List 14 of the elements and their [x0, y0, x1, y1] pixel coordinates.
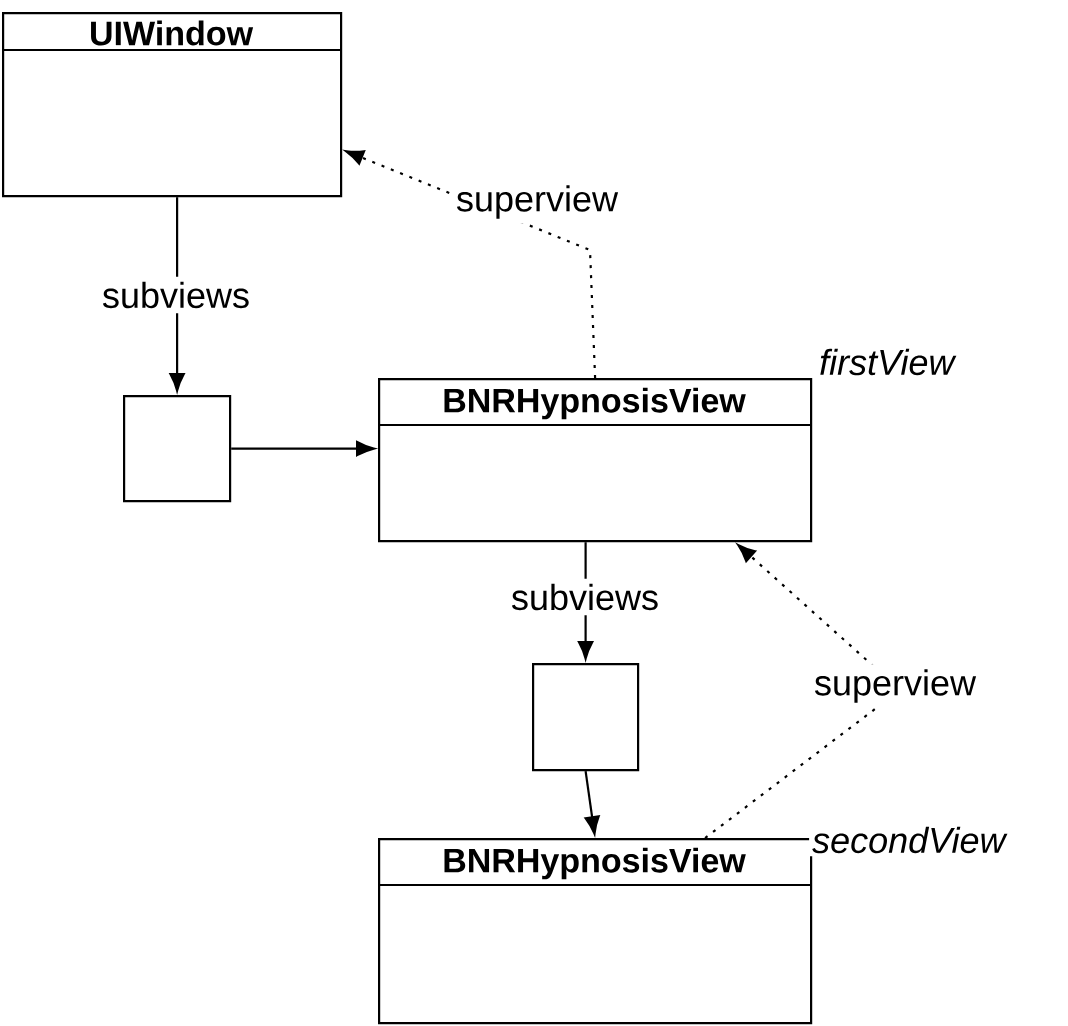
class-box: BNRHypnosisView: [378, 378, 813, 543]
arrow: [345, 150, 597, 379]
instance-label: firstView: [816, 345, 958, 379]
arrow: [169, 197, 185, 392]
edge-label: subviews: [96, 276, 256, 314]
class-box: UIWindow: [2, 12, 343, 198]
array-box: [532, 663, 640, 772]
class-box: BNRHypnosisView: [378, 838, 813, 1025]
edge-label: superview: [450, 180, 624, 224]
edge-label: subviews: [506, 578, 665, 616]
array-box: [123, 395, 232, 503]
edge-label: superview: [808, 664, 982, 708]
arrow: [584, 771, 600, 835]
instance-label: secondView: [809, 823, 1009, 857]
